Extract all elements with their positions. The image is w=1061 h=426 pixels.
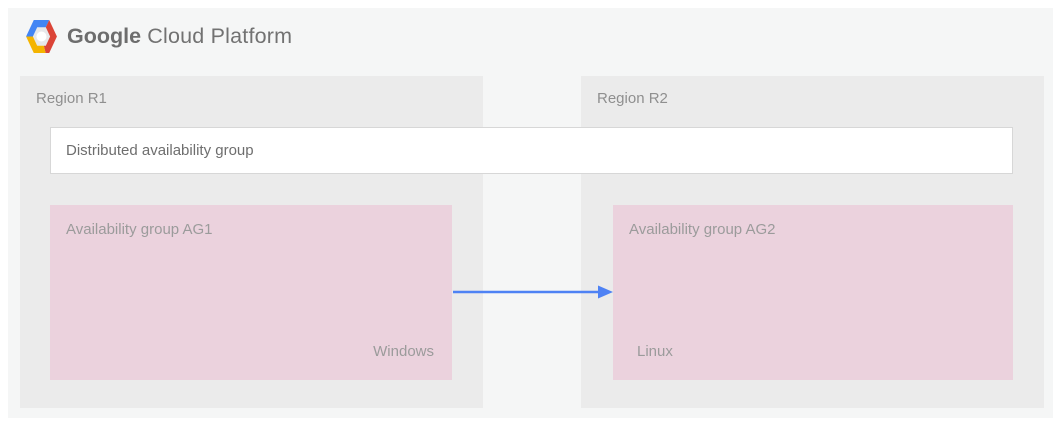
os-label-linux: Linux	[637, 343, 673, 360]
distributed-availability-group-box: Distributed availability group	[50, 127, 1013, 174]
availability-group-ag2-box: Availability group AG2 Linux	[613, 205, 1013, 380]
google-cloud-platform-logo-icon	[26, 19, 57, 53]
os-label-windows: Windows	[373, 343, 434, 360]
availability-group-ag1-box: Availability group AG1 Windows	[50, 205, 452, 380]
availability-group-ag2-label: Availability group AG2	[629, 221, 776, 238]
replication-arrow-icon	[453, 285, 613, 299]
brand-google: Google	[67, 23, 142, 48]
region-r1-label: Region R1	[36, 90, 107, 107]
distributed-availability-group-label: Distributed availability group	[66, 142, 254, 159]
brand-cloud-platform: Cloud Platform	[147, 23, 293, 48]
header: Google Cloud Platform	[25, 16, 292, 56]
availability-group-ag1-label: Availability group AG1	[66, 221, 213, 238]
brand-wordmark: Google Cloud Platform	[67, 24, 292, 49]
region-r2-label: Region R2	[597, 90, 668, 107]
